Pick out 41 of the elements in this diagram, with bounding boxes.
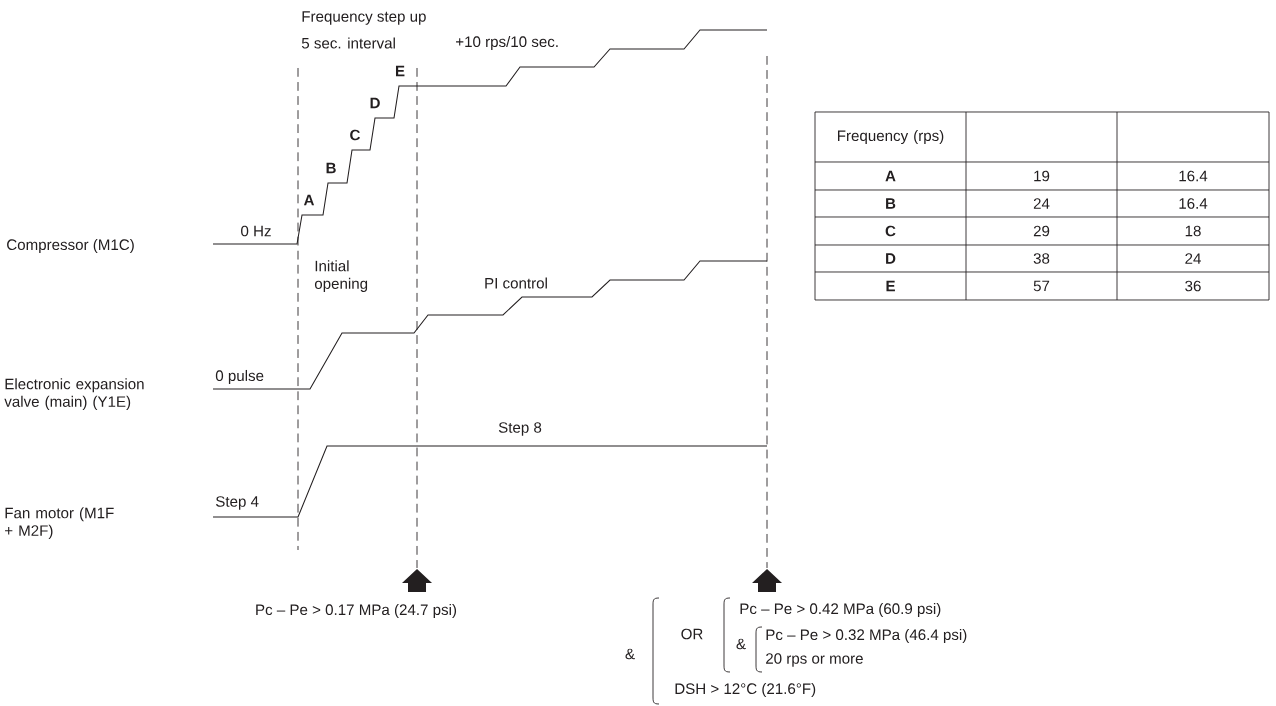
level-label: Step 8 [498,422,542,436]
annotation-text: +10 rps/10 sec. [456,35,558,51]
level-label: 0 pulse [215,369,264,385]
level-label: PI control [485,277,547,289]
annotation-text: Frequency step up [302,11,426,25]
table-entry: D [886,253,896,264]
table-entry: 57 [1033,280,1050,292]
step-letter: B [326,162,336,174]
step-letter: E [396,65,405,77]
table-entry: 24 [1185,253,1201,264]
level-label: 0 Hz [241,225,271,237]
logic-operator: & [625,648,635,660]
step-letter: C [350,129,361,141]
condition-text: Pc – Pe > 0.17 MPa (24.7 psi) [256,603,457,619]
condition-text: DSH > 12°C (21.6°F) [675,682,816,697]
table-entry: B [886,198,896,209]
signal-name: Compressor (M1C) [7,238,134,254]
condition-text: 20 rps or more [766,653,863,667]
level-label: Initial opening [314,260,368,292]
column-header: Frequency (rps) [838,129,944,145]
table-entry: C [885,225,896,237]
logic-operator: & [736,638,746,650]
table-entry: A [885,170,896,182]
annotation-text: 5 sec. interval [301,37,395,49]
signal-name: Fan motor (M1F + M2F) [5,507,114,539]
table-entry: E [886,280,895,292]
logic-operator: OR [681,628,703,640]
table-entry: 29 [1033,225,1050,237]
table-entry: 38 [1033,253,1050,264]
table-entry: 18 [1185,225,1201,237]
table-entry: 19 [1034,170,1050,182]
table-entry: 24 [1033,198,1050,209]
condition-text: Pc – Pe > 0.42 MPa (60.9 psi) [740,602,941,618]
condition-text: Pc – Pe > 0.32 MPa (46.4 psi) [766,628,967,644]
table-entry: 16.4 [1179,198,1208,209]
step-letter: D [370,97,380,109]
signal-name: Electronic expansion valve (main) (Y1E) [4,378,144,410]
level-label: Step 4 [216,496,259,510]
step-letter: A [303,194,315,206]
table-entry: 16.4 [1179,170,1208,182]
table-entry: 36 [1185,280,1201,292]
